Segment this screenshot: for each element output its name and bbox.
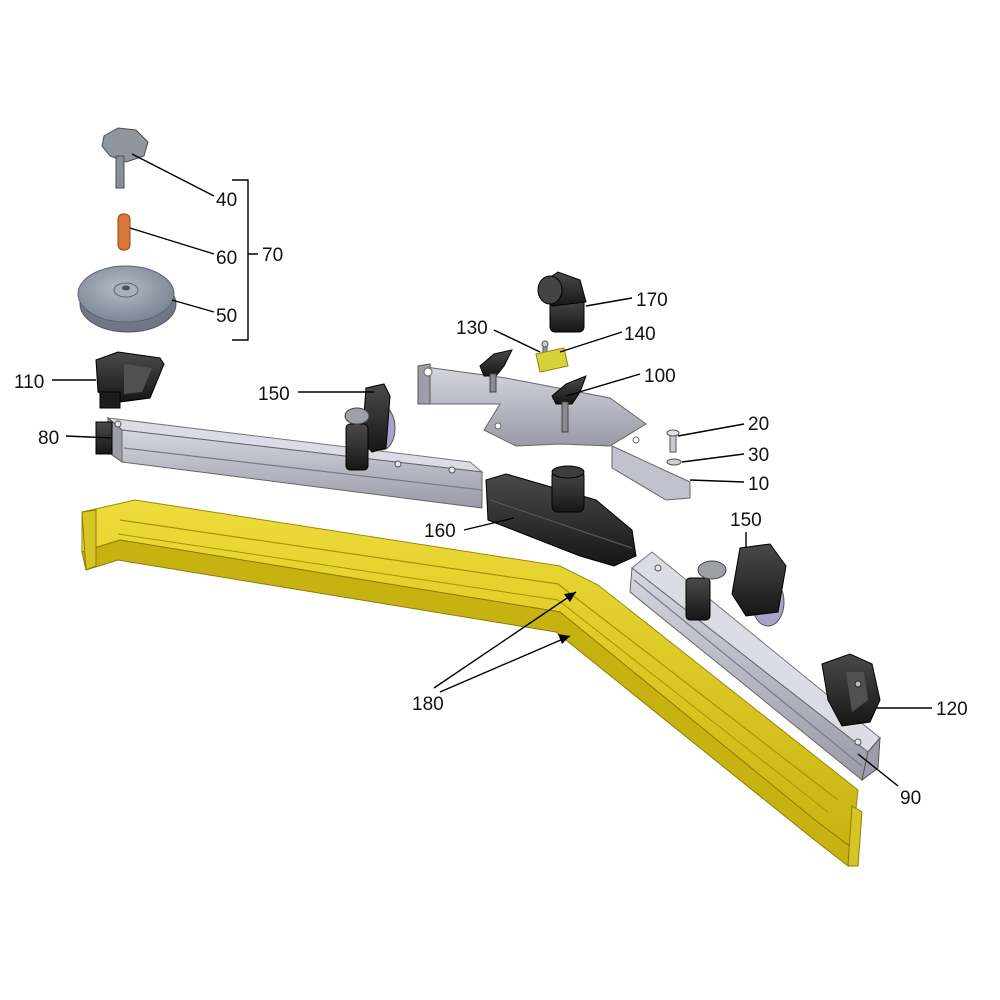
- squeegee-blade-groove-lower: [117, 533, 829, 813]
- mounting-bracket-part-10: [417, 363, 691, 501]
- leader-180-arrowhead-a: [564, 592, 576, 602]
- callout-labels: 40 60 50 70 110 80 150 130 140 170 100 2…: [14, 190, 968, 809]
- leader-140: [559, 331, 623, 353]
- callout-10: 10: [748, 474, 769, 495]
- screw-20-shank: [669, 433, 677, 453]
- right-end-clamp-part-120: [821, 653, 881, 727]
- callout-180: 180: [412, 694, 444, 715]
- left-caster-knob-stem: [345, 423, 369, 471]
- leader-170: [585, 297, 633, 307]
- right-caster-knob-stem: [685, 577, 711, 621]
- left-rail-slot-line: [123, 447, 483, 491]
- right-rail-screw-a: [654, 564, 662, 572]
- screw-part-20: [666, 429, 680, 453]
- insert-part-140: [535, 347, 569, 373]
- callout-100: 100: [644, 366, 676, 387]
- right-end-clamp-cutout: [846, 672, 868, 712]
- screw-part-130: [541, 340, 549, 357]
- suction-coupling-body: [485, 473, 637, 567]
- leader-30: [681, 453, 745, 463]
- leader-160: [463, 517, 515, 531]
- mounting-bracket-hole-b: [494, 422, 502, 430]
- left-end-clamp-foot: [99, 391, 121, 409]
- squeegee-blade-end-cap-right: [847, 805, 863, 867]
- washer-part-30: [666, 458, 682, 466]
- leader-20: [677, 423, 745, 437]
- callout-120: 120: [936, 699, 968, 720]
- leader-130: [493, 329, 541, 353]
- right-rail-slot-line: [633, 579, 863, 767]
- leader-40: [131, 153, 215, 197]
- callout-60: 60: [216, 248, 237, 269]
- left-caster-part-150: [344, 383, 396, 471]
- left-caster-knob-top: [344, 407, 370, 425]
- leader-100: [565, 373, 641, 397]
- suction-elbow-part-170: [537, 271, 587, 333]
- callout-20: 20: [748, 414, 769, 435]
- mounting-bracket-hole-a: [423, 367, 433, 377]
- right-rail-screw-b: [854, 738, 862, 746]
- right-caster-bracket: [731, 543, 787, 617]
- knob-screw-part-40: [101, 127, 149, 189]
- knob-40-shaft: [115, 155, 125, 189]
- callout-150-right: 150: [730, 510, 762, 531]
- leader-180-arrowhead-b: [558, 634, 570, 644]
- washer-30: [666, 458, 682, 466]
- callout-110: 110: [14, 372, 44, 393]
- mounting-bracket-tab-right: [611, 445, 691, 501]
- callout-160: 160: [424, 521, 456, 542]
- star-knob-right-stem: [561, 401, 569, 433]
- mounting-bracket-plate: [417, 365, 647, 447]
- callout-30: 30: [748, 445, 769, 466]
- leader-50: [171, 299, 215, 313]
- star-knob-left-stem: [489, 373, 497, 393]
- left-end-clamp-cutout: [124, 364, 152, 394]
- screw-20-head: [666, 429, 680, 437]
- left-rail-screw-a: [114, 420, 122, 428]
- right-rail-end-face: [861, 736, 881, 782]
- right-end-clamp-hole: [854, 680, 862, 688]
- knob-40-head: [101, 127, 149, 163]
- leader-180-b: [439, 635, 571, 693]
- kit-bracket-70: [232, 179, 258, 341]
- callout-130: 130: [456, 318, 488, 339]
- left-end-clamp-part-110: [95, 351, 165, 409]
- callout-140: 140: [624, 324, 656, 345]
- leader-80: [65, 435, 113, 439]
- squeegee-blade-end-cap-left: [81, 509, 97, 571]
- left-rail-screw-b: [394, 460, 402, 468]
- leader-60: [129, 227, 215, 255]
- callout-90: 90: [900, 788, 921, 809]
- callout-40: 40: [216, 190, 237, 211]
- callout-170: 170: [636, 290, 668, 311]
- leader-90: [857, 753, 899, 787]
- suction-coupling-part-160: [485, 465, 637, 567]
- pin-60-body: [117, 213, 131, 251]
- leader-180-a: [433, 591, 577, 689]
- suction-coupling-spout-opening: [551, 465, 585, 479]
- squeegee-blade-part-180: [81, 499, 863, 867]
- insert-140-body: [535, 347, 569, 373]
- squeegee-blade-groove-upper: [119, 519, 839, 801]
- screw-130-head: [541, 340, 549, 348]
- left-rail-part-80: [95, 416, 484, 509]
- wheel-50-axle-hole: [122, 285, 130, 291]
- callout-50: 50: [216, 306, 237, 327]
- pin-part-60: [117, 213, 131, 251]
- callout-70: 70: [262, 245, 283, 266]
- suction-coupling-side-ridge: [489, 499, 633, 549]
- right-caster-knob-top: [697, 560, 727, 580]
- wheel-part-50: [77, 265, 177, 333]
- leader-10: [689, 479, 745, 483]
- right-caster-part-150: [685, 543, 787, 627]
- left-rail-screw-c: [448, 466, 456, 474]
- mounting-bracket-hole-c: [632, 436, 640, 444]
- callout-150-left: 150: [258, 384, 290, 405]
- star-knob-left-handle: [479, 349, 513, 377]
- callout-80: 80: [38, 428, 59, 449]
- suction-elbow-opening: [537, 275, 563, 305]
- leader-lines: [52, 153, 932, 787]
